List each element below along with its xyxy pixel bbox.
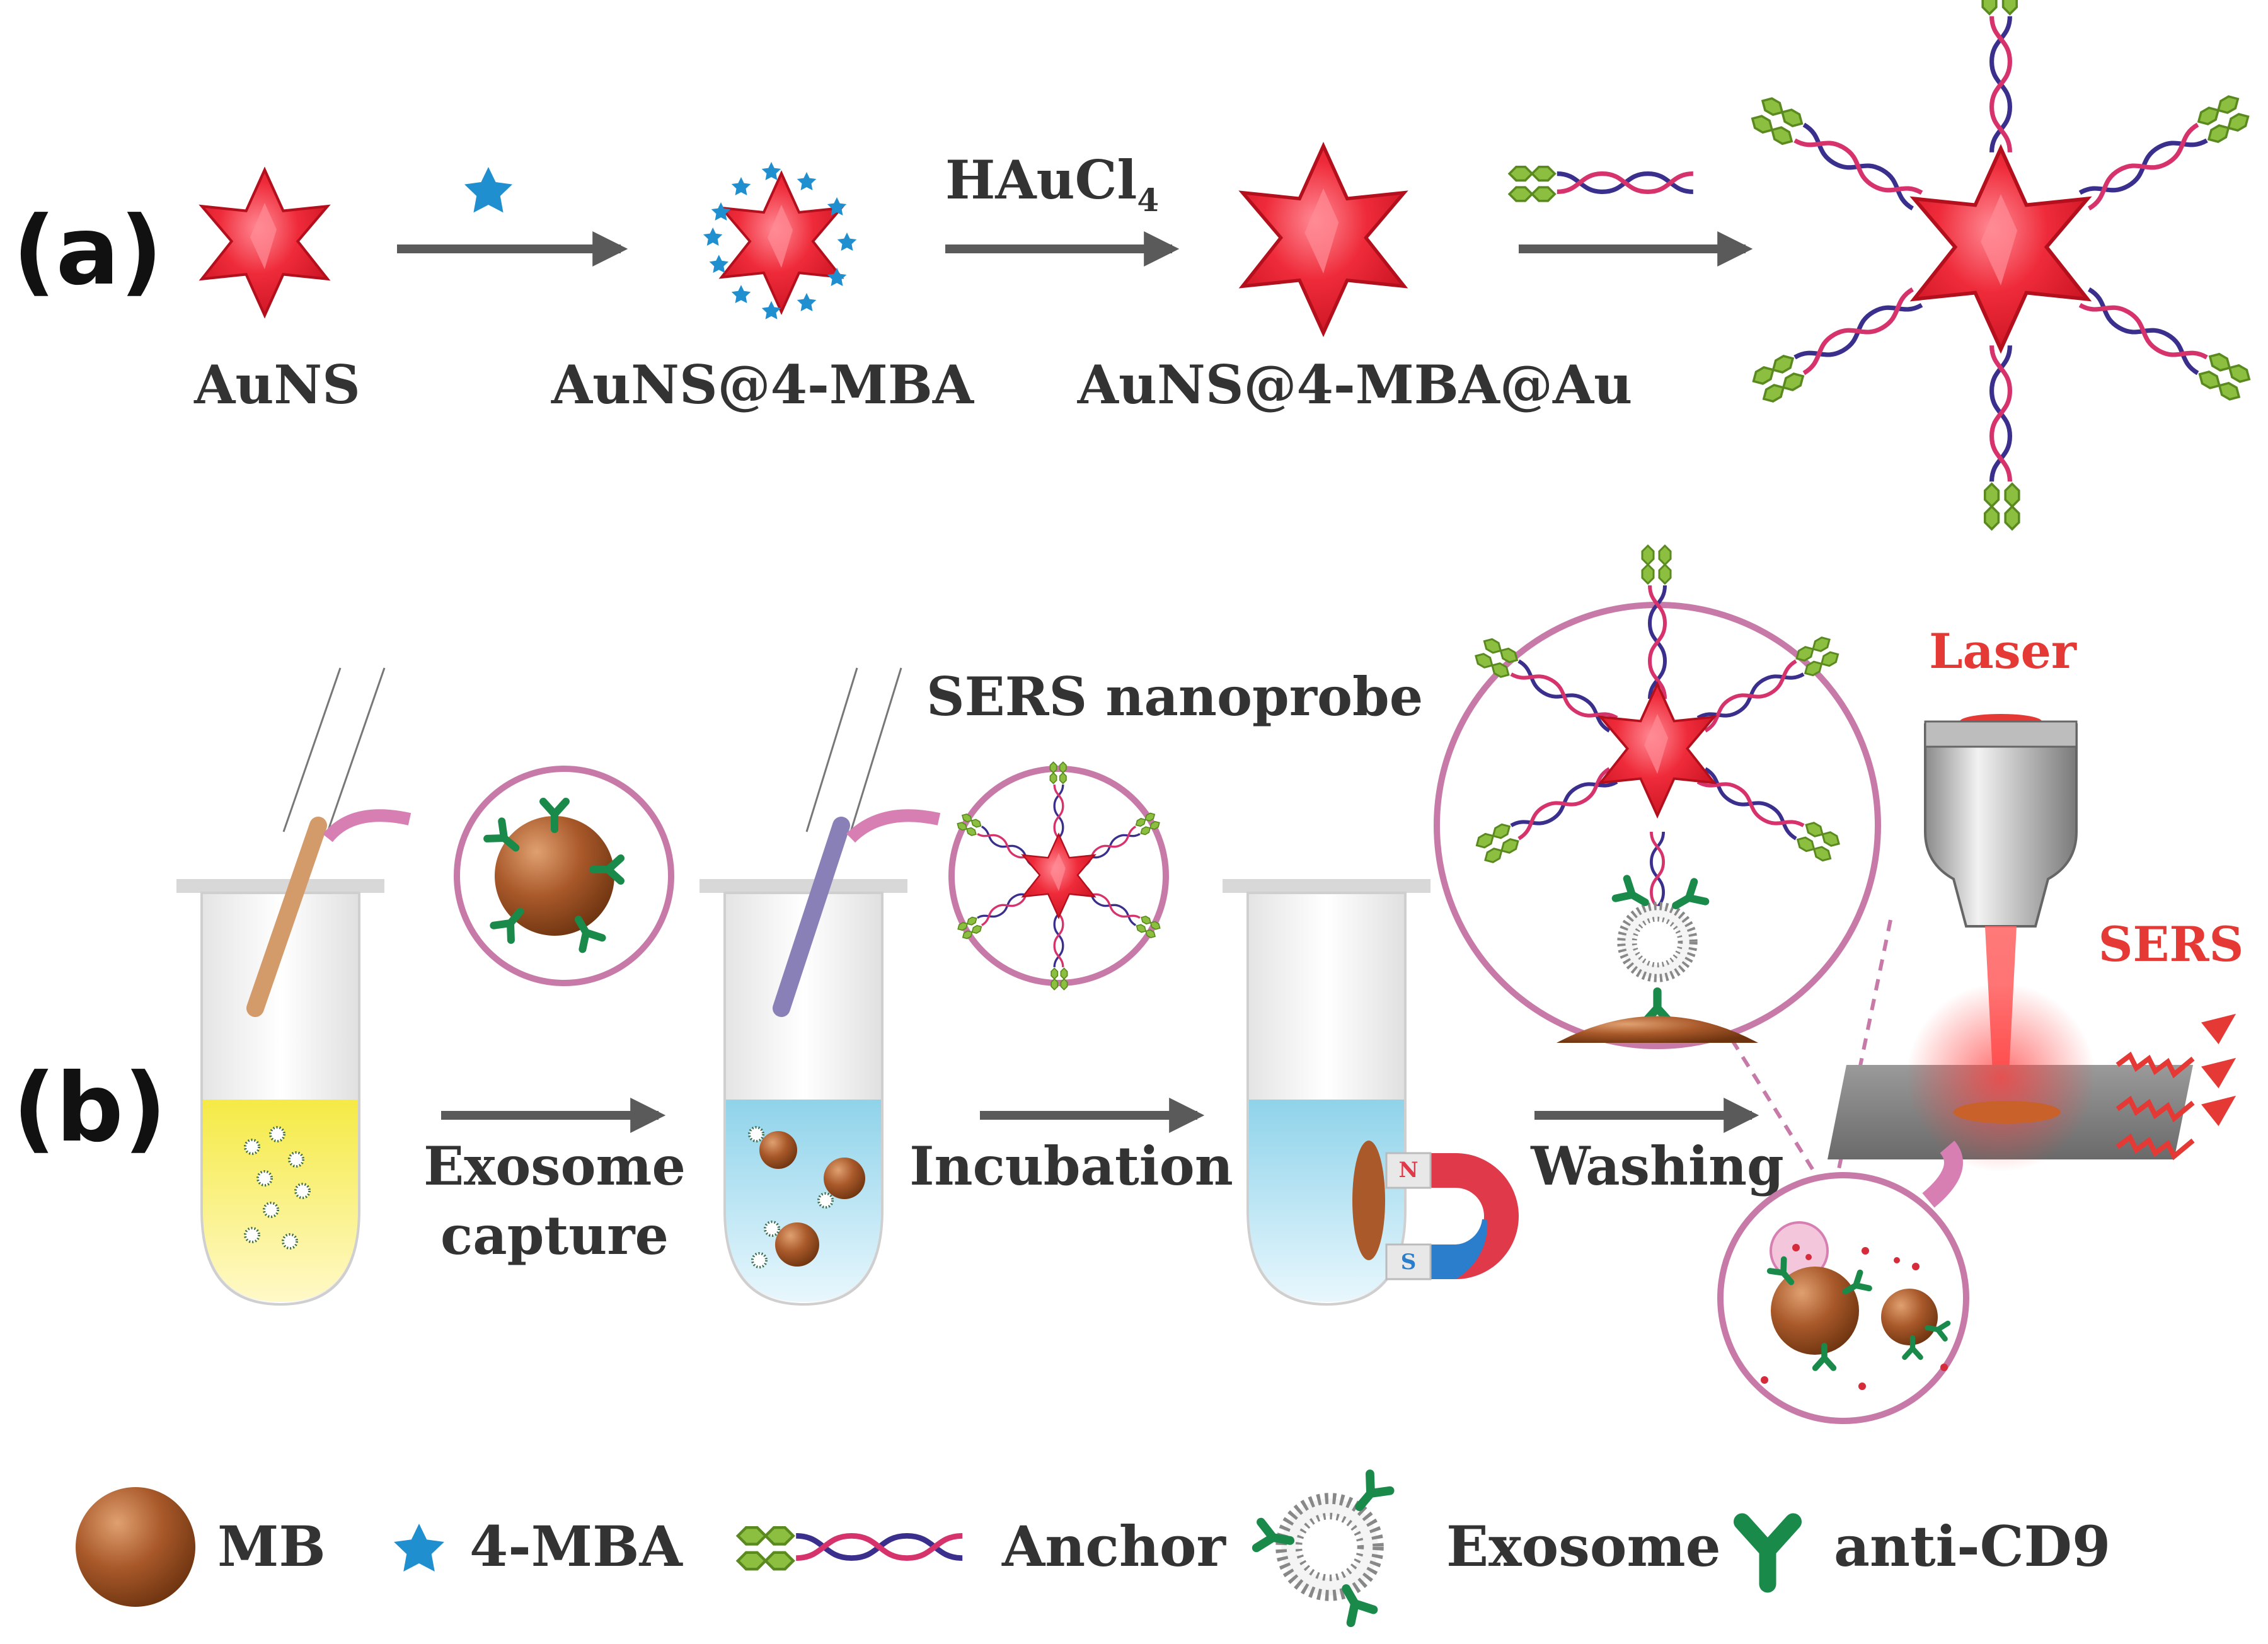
label-incubation: Incubation [909,1135,1233,1197]
legend-exosome-icon [1257,1474,1390,1623]
mba-star-icon [464,167,512,213]
sers-signal-arrows [2115,1013,2236,1161]
legend-mb-icon [76,1487,195,1607]
legend-anti-cd9-label: anti-CD9 [1834,1514,2110,1579]
legend-exosome-label: Exosome [1446,1514,1721,1579]
magnet-n-label: N [1398,1158,1418,1183]
magnet-s-label: S [1401,1250,1417,1275]
zoom-circle-complex [1717,1141,1969,1424]
panel-a-label: (a) [13,197,163,306]
label-auns: AuNS [193,354,360,416]
label-laser: Laser [1929,623,2077,679]
pipette-2 [773,667,941,1017]
legend-4mba-label: 4-MBA [469,1514,684,1579]
arrow-a-3 [1509,167,1753,267]
auns-mba-star [703,162,857,319]
legend-mb-label: MB [217,1514,326,1579]
label-exosome-capture-1: Exosome [423,1135,686,1197]
arrow-a-2: HAuCl4 [945,149,1180,267]
anchor-reagent-icon [1509,167,1693,201]
legend: MB 4-MBA Anchor Exosome anti-CD9 [76,1474,2110,1623]
label-washing: Washing [1530,1135,1784,1197]
sers-nanoprobe-a [1749,0,2252,529]
aunss-bare-star [202,170,328,316]
tube-1-sample [176,879,384,1306]
legend-anti-cd9-icon [1742,1522,1793,1584]
label-sers-nanoprobe: SERS nanoprobe [926,665,1423,728]
label-auns-mba: AuNS@4-MBA [551,354,975,416]
reagent-haucl4: HAuCl4 [945,149,1159,219]
panel-b-label: (b) [13,1054,166,1163]
legend-4mba-icon [394,1524,444,1572]
tube-2-capture [699,879,907,1306]
sample-stage [1828,983,2193,1172]
arrow-a-1 [397,167,628,267]
legend-anchor-label: Anchor [1001,1514,1227,1579]
label-exosome-capture-2: capture [440,1204,669,1267]
pipette-1 [246,667,412,1017]
zoom-circle-mb [454,766,674,986]
label-auns-mba-au: AuNS@4-MBA@Au [1077,354,1632,416]
label-sers: SERS [2098,916,2244,972]
zoom-circle-nanoprobe [948,762,1169,989]
legend-anchor-icon [738,1527,962,1569]
tube-3-magnetic-separation [1223,879,1430,1306]
auns-mba-au-star [1243,146,1405,333]
magnet: N S [1385,1152,1519,1280]
